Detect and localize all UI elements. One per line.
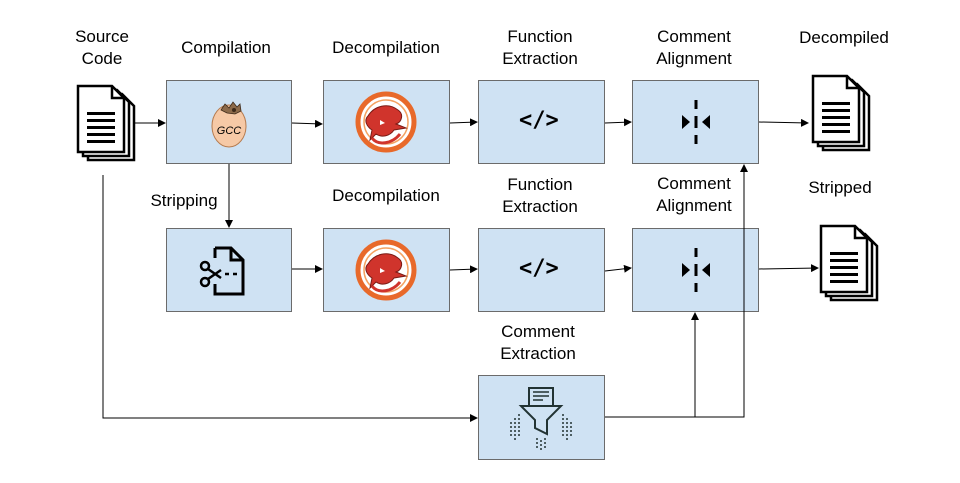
label-decompilation-top: Decompilation <box>332 38 440 57</box>
decompiler-dragon-icon-mid <box>358 242 414 298</box>
strip-scissors-icon <box>199 246 245 296</box>
alignment-icon-mid <box>682 248 710 292</box>
label-decompiled: Decompiled <box>799 28 889 47</box>
label-comment-extraction: Comment Extraction <box>500 322 576 363</box>
code-icon-top: </> <box>519 108 559 133</box>
stripping-box <box>166 228 292 312</box>
label-function-extraction-top: Function Extraction <box>502 27 578 68</box>
gcc-label: GCC <box>217 125 242 137</box>
gcc-icon: GCC <box>211 101 247 148</box>
stripped-document-icon <box>819 224 879 302</box>
label-stripped: Stripped <box>808 178 872 197</box>
decompiled-document-icon <box>811 74 871 152</box>
decompiler-dragon-icon-top <box>358 94 414 150</box>
function-extraction-box-mid <box>478 228 605 312</box>
label-source-code: Source Code <box>75 27 129 68</box>
connectors <box>102 118 819 422</box>
source-code-document-icon <box>76 84 136 162</box>
label-stripping: Stripping <box>150 191 218 210</box>
label-function-extraction-mid: Function Extraction <box>502 175 578 216</box>
label-decompilation-mid: Decompilation <box>332 186 440 205</box>
label-comment-alignment-top: Comment Alignment <box>656 27 732 68</box>
label-compilation: Compilation <box>181 38 271 57</box>
label-comment-alignment-mid: Comment Alignment <box>656 174 732 215</box>
alignment-icon-top <box>682 100 710 144</box>
comment-filter-funnel-icon <box>510 387 572 450</box>
code-icon-mid: </> <box>519 256 559 281</box>
function-extraction-box-top <box>478 80 605 164</box>
